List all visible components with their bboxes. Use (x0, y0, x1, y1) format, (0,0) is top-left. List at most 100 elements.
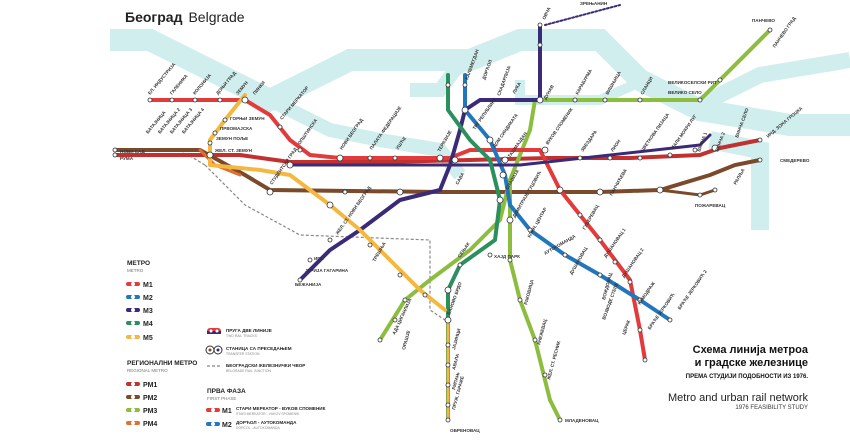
station-label: ДОРЋОЛ (481, 59, 493, 80)
station-label: ОРАШЈЕ (401, 330, 411, 350)
station-label: ЈУРИЈА ГАГАРИНА (305, 268, 349, 273)
station-label: ПАНЧЕВО ГРАД (772, 15, 797, 48)
station-label: НОВИ САД (120, 149, 145, 154)
station-label: ГАЛЕНИКА (169, 73, 189, 96)
map-title: Београд Belgrade (125, 9, 245, 25)
title-serbian: Београд (125, 9, 183, 25)
rivers (110, 29, 850, 230)
legend-key-two-tracks-sub: TWO RAIL TRACKS (226, 334, 258, 338)
station-label: ПАНЧЕВО (752, 18, 775, 23)
caption-sr-line2: и градске железнице (694, 357, 808, 369)
legend-m1: M1 (143, 282, 153, 289)
legend-m5: M5 (143, 335, 153, 342)
caption-serbian: Схема линија метроа и градске железнице (578, 344, 808, 370)
station-label: МЛАДЕНОВАЦ (565, 418, 599, 423)
station-label: КНЕЖЕВАЦ (536, 318, 548, 345)
legend-regional-sub: REGIONAL METRO (127, 368, 168, 373)
station-label: ВЕЛИКОСЕЛСКИ РИТ (668, 80, 717, 85)
legend-rm1: РМ1 (143, 382, 157, 389)
station-label: ЦВЕТКОВА ПИЈАЦА (640, 112, 671, 153)
legend-key-transfer-sub: TRANSFER STATION (226, 352, 260, 356)
station-label: ЗВЕЗДАРА (580, 129, 599, 153)
title-english: Belgrade (188, 9, 245, 25)
legend-m3: M3 (143, 308, 153, 315)
line-rm3 (378, 28, 772, 422)
station-label: КУМОДРАЖ (637, 280, 657, 305)
station-label: ВУКОВ СПОМЕНИК (545, 107, 574, 146)
station-label: САВА (455, 171, 466, 185)
legend-key-junction: БЕОГРАДСКИ ЖЕЛЕЗНИЧКИ ЧВОР (226, 363, 305, 368)
legend-rm3: РМ3 (143, 408, 157, 415)
legend-key-junction-sub: BELGRADE RAIL JUNCTION (226, 369, 271, 373)
station-label: ДУШАНОВАЦ 1 (603, 227, 627, 259)
legend-metro-items: M1 M2 M3 M4 M5 (126, 282, 153, 342)
legend-phase-m1-sub: STARI MERKATOR - VUKOV SPOMENIK (236, 412, 300, 416)
station-label: ДУШАНОВАЦ 2 (621, 247, 645, 279)
station-label: ЈАЈИНЦИ (451, 328, 461, 350)
legend-rm4: РМ4 (143, 421, 157, 428)
station-label: ЛИОН (610, 138, 622, 152)
station-label: ЦЕРАК (621, 319, 631, 335)
legend-key-transfer: СТАНИЦА СА ПРЕСЕДАЊЕМ (226, 346, 292, 351)
station-label: СМЕДЕРЕВО (780, 158, 810, 163)
station-label: РАЛЉА (733, 167, 746, 185)
legend-phase-m1-label: СТАРИ МЕРКАТОР - ВУКОВ СПОМЕНИК (236, 406, 326, 411)
station-label: БЕЖАНИЈА (295, 282, 322, 287)
line-m2 (463, 73, 672, 322)
legend-phase-m1: M1 (222, 408, 232, 415)
legend: МЕТРО METRO M1 M2 M3 M4 M5 РЕГИОНАЛНИ МЕ… (126, 260, 326, 430)
line-m3 (288, 4, 712, 282)
caption-sr-line3: ПРЕМА СТУДИЈИ ПОДОБНОСТИ ИЗ 1976. (685, 374, 808, 380)
legend-phase-title: ПРВА ФАЗА (207, 388, 246, 395)
station-label: КАРАБУРМА (575, 68, 594, 96)
station-label: РАКОВИЦА (523, 279, 535, 306)
station-label: ПОЖАРЕВАЦ (695, 203, 726, 208)
legend-phase-items: M1 СТАРИ МЕРКАТОР - ВУКОВ СПОМЕНИК STARI… (206, 406, 326, 430)
station-markers (112, 22, 773, 423)
legend-regional-title: РЕГИОНАЛНИ МЕТРО (127, 360, 197, 367)
station-label: БРАЋЕ ЈЕРКОВИЋ 2 (677, 269, 708, 311)
station-label: ЖЕЛ. СТ. РЕСНИК (546, 340, 561, 381)
station-label: БАТАЈНИЦА 4 (181, 107, 206, 135)
station-label: ХАЈД ПАРК (494, 254, 520, 259)
caption-en-line1: Metro and urban rail network (667, 392, 808, 404)
station-label: БРАЋЕ ЈЕРКОВИЋ (647, 292, 676, 330)
legend-keys: ПРУГА ДВЕ ЛИНИЈЕ TWO RAIL TRACKS СТАНИЦА… (205, 328, 305, 373)
station-label: ЗЕМУН ПОЉЕ (216, 136, 248, 141)
legend-metro-title: МЕТРО (127, 260, 150, 267)
caption-sr-line1: Схема линија метроа (692, 344, 808, 356)
legend-phase-m2-sub: DORĆOL - AUTOKOMANDA (236, 425, 280, 430)
legend-regional-items: РМ1 РМ2 РМ3 РМ4 (126, 382, 157, 428)
station-label: АВАЛА (451, 353, 460, 371)
station-label: СКАДАРЛИЈА (496, 65, 512, 97)
station-label: РУМА (120, 156, 134, 161)
station-label: ВИНЧА 1 (696, 131, 708, 152)
station-label: ВЕЛИКО СЕЛО (668, 90, 702, 95)
river-danube-east (696, 52, 850, 113)
station-label: ВИНЧА 2 (714, 131, 726, 152)
station-label: ГОРЊИ ЗЕМУН (230, 116, 265, 121)
legend-rm2: РМ2 (143, 395, 157, 402)
legend-m4: M4 (143, 321, 153, 328)
river-danube-south (708, 131, 769, 230)
rail-junction (179, 149, 446, 321)
station-label: ЛУКА (512, 81, 523, 95)
station-label: ЗРЕЊАНИН (580, 1, 608, 6)
station-label: ЖЕЛ. СТ. ЗЕМУН (214, 148, 253, 153)
legend-metro-sub: METRO (127, 268, 144, 273)
station-label: ОВЧА (541, 6, 551, 21)
legend-key-two-tracks: ПРУГА ДВЕ ЛИНИЈЕ (226, 328, 272, 333)
river-danube (110, 29, 850, 136)
legend-m2: M2 (143, 295, 153, 302)
line-rm1 (113, 138, 762, 164)
river-sava (266, 93, 466, 180)
station-label: ИГМ (314, 256, 324, 261)
station-label: РИПАЊ (451, 372, 460, 391)
station-label: ПРВОМАЈСКА (220, 126, 253, 131)
station-label: ОБРЕНОВАЦ (450, 428, 480, 433)
legend-phase-m2: M2 (222, 422, 232, 429)
legend-phase-m2-label: ДОРЋОЛ - АУТОКОМАНДА (236, 420, 297, 425)
legend-phase-sub: FIRST PHASE (207, 396, 236, 401)
caption-en-line2: 1976 FEASIBILITY STUDY (735, 405, 808, 411)
